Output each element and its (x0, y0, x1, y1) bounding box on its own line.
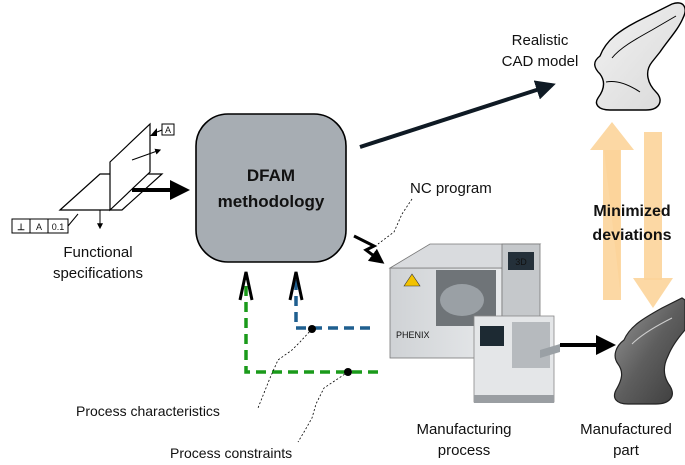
manufacturing-machine: 3D PHENIX (388, 243, 560, 403)
manufacturing-label-line1: Manufacturing (416, 421, 511, 438)
perpendicularity-symbol: ⊥ (17, 222, 25, 232)
tolerance-frame: ⊥ A 0.1 (11, 213, 79, 234)
tolerance-datum: A (36, 222, 42, 232)
dfam-to-cad-arrow (359, 80, 556, 149)
manufactured-label-line1: Manufactured (580, 421, 672, 438)
process-constraints-label: Process constraints (170, 445, 292, 461)
dfam-title: DFAM (247, 166, 295, 185)
manufactured-label-line2: part (613, 442, 640, 459)
datum-flag-label: A (165, 125, 171, 135)
process-characteristics-line (294, 276, 370, 330)
process-characteristics-label: Process characteristics (76, 403, 220, 419)
manufactured-part-rail (613, 297, 685, 405)
minimized-deviations-arrows (590, 122, 673, 308)
cad-label-line1: Realistic (512, 32, 569, 49)
nc-program-label: NC program (410, 180, 492, 197)
dfam-methodology-box (195, 113, 347, 263)
process-constraints-arrowhead (238, 271, 254, 301)
tolerance-value: 0.1 (52, 222, 65, 232)
cad-model-rail (594, 2, 685, 111)
minimized-label-line1: Minimized (593, 203, 670, 220)
manufacturing-label-line2: process (438, 442, 491, 459)
machine-brand-label: PHENIX (396, 330, 430, 340)
dfam-to-machine-arrow (353, 234, 385, 264)
machine-panel-label: 3D (515, 257, 527, 267)
functional-spec-sketch: A (58, 122, 175, 230)
cad-label-line2: CAD model (502, 53, 579, 70)
process-constraints-line (244, 276, 378, 374)
process-characteristics-arrowhead (288, 271, 304, 301)
dfam-subtitle: methodology (218, 192, 325, 211)
minimized-label-line2: deviations (592, 227, 671, 244)
functional-specs-label-line2: specifications (53, 265, 143, 282)
functional-specs-label-line1: Functional (63, 244, 132, 261)
